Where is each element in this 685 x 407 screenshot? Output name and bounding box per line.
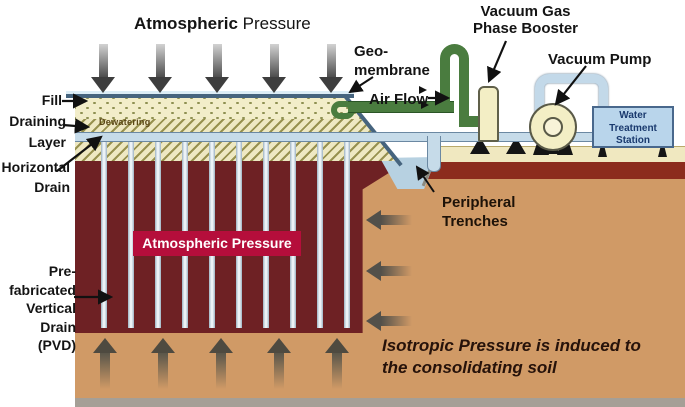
base-layer <box>75 398 685 407</box>
wts-label-line2: Treatment <box>609 122 657 134</box>
down-pressure-arrow-icon <box>91 44 115 93</box>
peripheral-line1: Peripheral <box>442 194 516 211</box>
vacuum-gas-phase-booster <box>478 86 499 142</box>
isotropic-line2: the consolidating soil <box>382 358 557 377</box>
horizontal-drain-label: Horizontal Drain <box>0 157 70 197</box>
diagram-title: Atmospheric Pressure <box>134 14 311 34</box>
booster-pointer-arrow <box>487 40 508 84</box>
up-pressure-arrow-icon <box>267 338 291 389</box>
hdrain-line2: Drain <box>34 179 70 195</box>
right-soil-band <box>420 160 685 179</box>
peripheral-line2: Trenches <box>442 213 508 230</box>
station-leg <box>658 148 667 157</box>
down-pressure-arrow-icon <box>148 44 172 93</box>
atmospheric-pressure-box: Atmospheric Pressure <box>133 231 301 256</box>
left-pressure-arrow-icon <box>366 311 412 331</box>
booster-label: Vacuum Gas Phase Booster <box>468 3 583 37</box>
fill-label: Fill <box>41 92 62 108</box>
wts-label-line1: Water <box>619 110 647 121</box>
vacuum-pump <box>529 103 577 151</box>
up-pressure-arrow-icon <box>325 338 349 389</box>
draining-layer-label: Draining Layer <box>0 111 66 153</box>
isotropic-caption: Isotropic Pressure is induced to the con… <box>382 335 652 379</box>
trench-suction-elbow <box>427 136 441 172</box>
up-pressure-arrow-icon <box>209 338 233 389</box>
pvd-line2: fabricated <box>9 281 76 298</box>
air-pipe-elbow <box>459 116 483 127</box>
horizontal-drain-pipe <box>75 132 620 142</box>
left-pressure-arrow-icon <box>366 210 412 230</box>
draining-line2: Layer <box>28 134 66 150</box>
wts-label-line3: Station <box>616 135 650 146</box>
pvd-label: Pre- fabricated Vertical Drain (PVD) <box>0 262 76 355</box>
vertical-drain <box>317 141 323 328</box>
peripheral-trenches-label: Peripheral Trenches <box>442 193 515 231</box>
vacuum-pump-label: Vacuum Pump <box>548 51 652 68</box>
title-bold: Atmospheric <box>134 14 238 33</box>
air-flow-label: Air Flow <box>369 91 429 108</box>
pvd-line4: Drain <box>40 318 76 335</box>
left-pressure-arrow-icon <box>366 261 412 281</box>
geomembrane-line <box>66 94 354 98</box>
pvd-line5: (PVD) <box>37 337 76 353</box>
down-pressure-arrow-icon <box>205 44 229 93</box>
water-treatment-station: Water Treatment Station <box>592 106 674 148</box>
air-pipe-arch <box>440 44 469 106</box>
title-regular: Pressure <box>242 14 311 33</box>
vertical-drain <box>128 141 134 328</box>
geomembrane-line1: Geo- <box>354 43 389 60</box>
vertical-drain <box>101 141 107 328</box>
dewatering-label: Dewatering <box>99 117 151 127</box>
fill-layer <box>75 98 365 119</box>
booster-line2: Phase Booster <box>472 20 579 37</box>
hdrain-line1: Horizontal <box>1 159 70 175</box>
pvd-line1: Pre- <box>48 263 76 279</box>
vertical-drain <box>344 141 350 328</box>
air-pipe-down <box>459 100 469 126</box>
pvd-line3: Vertical <box>26 300 76 316</box>
isotropic-line1: Isotropic Pressure is induced to <box>382 336 641 355</box>
geomembrane-line2: membrane <box>354 62 430 79</box>
draining-line1: Draining <box>9 113 66 129</box>
booster-line1: Vacuum Gas <box>480 3 571 20</box>
up-pressure-arrow-icon <box>93 338 117 389</box>
down-pressure-arrow-icon <box>319 44 343 93</box>
station-leg <box>598 148 607 157</box>
down-pressure-arrow-icon <box>262 44 286 93</box>
geomembrane-label: Geo- membrane <box>354 42 430 80</box>
up-pressure-arrow-icon <box>151 338 175 389</box>
vacuum-pump-hub <box>543 117 563 137</box>
